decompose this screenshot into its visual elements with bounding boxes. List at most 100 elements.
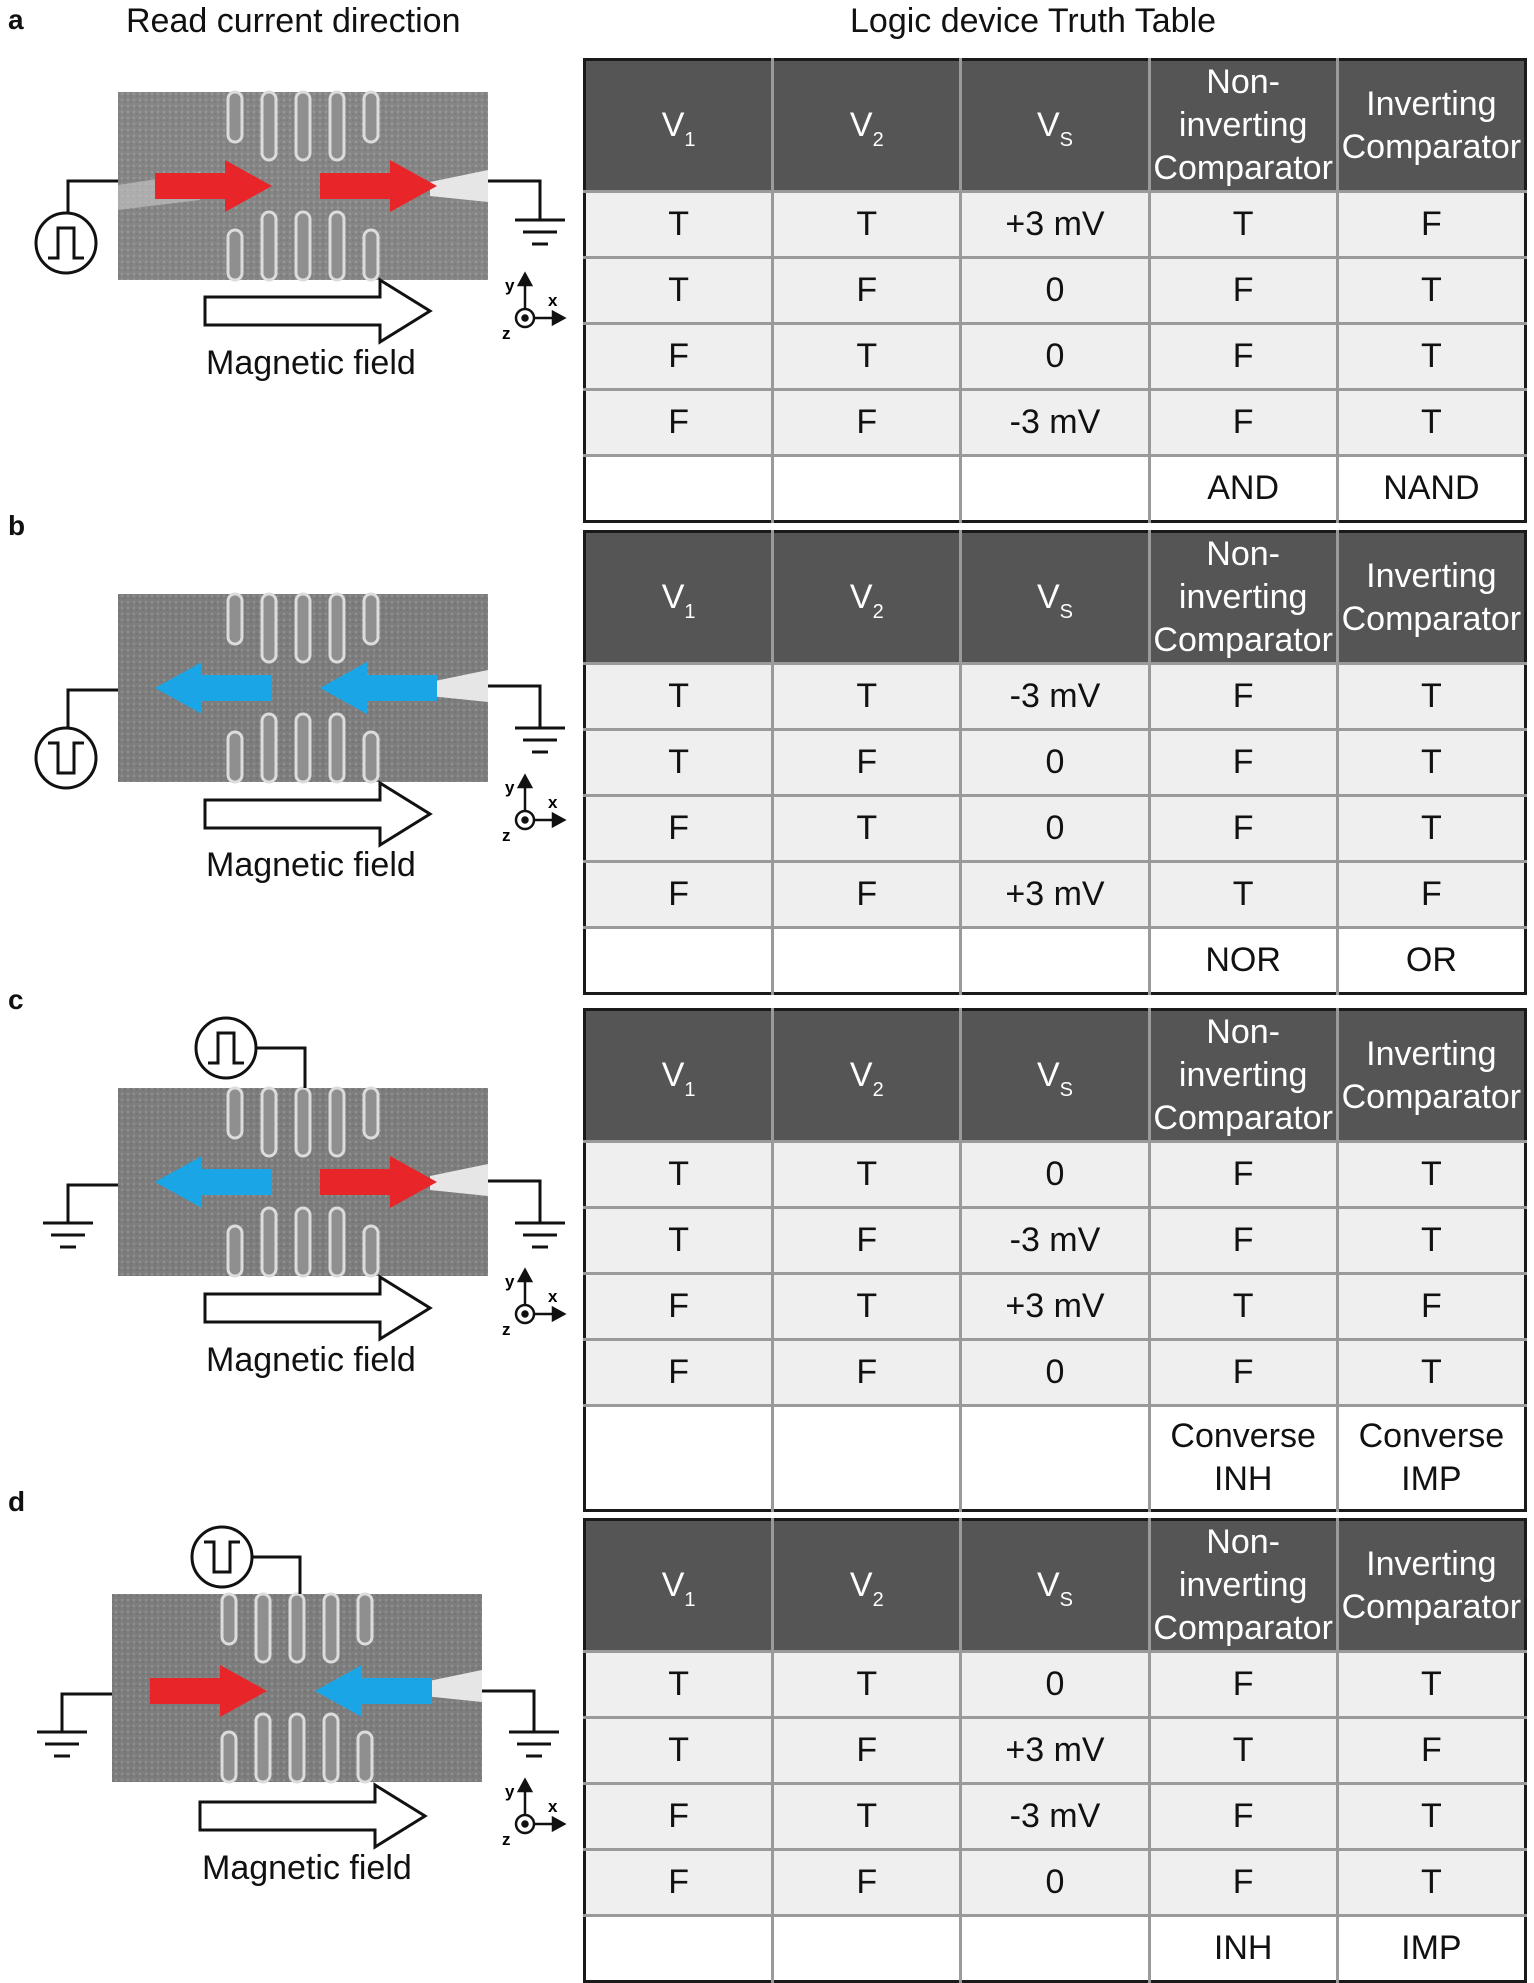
col-v1: V1	[584, 59, 773, 192]
magnetic-field-arrow-icon	[198, 1782, 428, 1850]
current-arrow-blue-left	[315, 1665, 432, 1717]
negative-pulse-source-icon	[34, 726, 98, 790]
positive-pulse-source-icon	[194, 1016, 258, 1080]
truth-table-header: Logic device Truth Table	[850, 2, 1217, 40]
current-arrow-red-right	[320, 160, 437, 212]
gate-inverting: OR	[1335, 926, 1526, 994]
col-vs: VS	[959, 59, 1150, 192]
axis-y-label: y	[505, 778, 515, 797]
negative-pulse-source-icon	[190, 1525, 254, 1589]
ground-icon	[509, 1730, 559, 1758]
coordinate-axes-icon	[514, 271, 567, 329]
gate-inverting: IMP	[1335, 1914, 1526, 1982]
axis-y-label: y	[505, 1782, 515, 1801]
magnetic-field-label: Magnetic field	[202, 1849, 412, 1887]
device-diagram-c: y x z	[43, 1016, 567, 1342]
col-v1: V1	[584, 1009, 773, 1142]
col-non-inverting: Non-inverting Comparator	[1147, 1009, 1338, 1142]
gate-non-inverting: INH	[1147, 1914, 1338, 1982]
panel-letter-c: c	[8, 984, 24, 1015]
truth-table-a: V1 V2 VS Non-inverting Comparator Invert…	[583, 58, 1527, 523]
current-arrow-blue-left	[320, 662, 437, 714]
panel-letter-a: a	[8, 4, 24, 35]
col-v2: V2	[771, 59, 961, 192]
magnetic-field-arrow-icon	[203, 1274, 433, 1342]
axis-x-label: x	[548, 1287, 558, 1306]
current-arrow-red-right	[150, 1665, 267, 1717]
axis-z-label: z	[502, 1830, 511, 1849]
col-vs: VS	[959, 531, 1150, 664]
panel-letter-b: b	[8, 510, 26, 541]
col-inverting: Inverting Comparator	[1335, 59, 1526, 192]
col-non-inverting: Non-inverting Comparator	[1147, 59, 1338, 192]
read-current-direction-header: Read current direction	[126, 2, 461, 40]
ground-icon	[515, 726, 565, 754]
schematic-d: y x z Magnetic field	[0, 1514, 580, 1887]
magnetic-field-arrow-icon	[203, 277, 433, 345]
ground-icon	[37, 1730, 87, 1758]
col-v2: V2	[771, 1009, 961, 1142]
axis-y-label: y	[505, 276, 515, 295]
magnetic-field-arrow-icon	[203, 780, 433, 848]
col-non-inverting: Non-inverting Comparator	[1147, 531, 1338, 664]
col-inverting: Inverting Comparator	[1335, 531, 1526, 664]
axis-y-label: y	[505, 1272, 515, 1291]
magnetic-field-label: Magnetic field	[206, 344, 416, 382]
positive-pulse-source-icon	[34, 211, 98, 275]
axis-x-label: x	[548, 291, 558, 310]
current-arrow-red-right	[155, 160, 272, 212]
col-v1: V1	[584, 531, 773, 664]
device-diagram-b: y x z	[34, 592, 567, 848]
schematic-a: y x z Magnetic field	[0, 80, 580, 410]
axis-z-label: z	[502, 826, 511, 845]
col-inverting: Inverting Comparator	[1335, 1519, 1526, 1652]
current-arrow-blue-left	[155, 662, 272, 714]
coordinate-axes-icon	[514, 1267, 567, 1325]
ground-icon	[515, 218, 565, 246]
magnetic-field-label: Magnetic field	[206, 1341, 416, 1379]
ground-icon	[43, 1221, 93, 1249]
col-v2: V2	[771, 531, 961, 664]
truth-table-d: V1 V2 VS Non-inverting Comparator Invert…	[583, 1518, 1527, 1983]
schematic-c: y x z Magnetic field	[0, 1008, 580, 1379]
gate-non-inverting: NOR	[1147, 926, 1338, 994]
col-v2: V2	[771, 1519, 961, 1652]
col-vs: VS	[959, 1519, 1150, 1652]
col-inverting: Inverting Comparator	[1335, 1009, 1526, 1142]
ground-icon	[515, 1221, 565, 1249]
current-arrow-blue-left	[155, 1156, 272, 1208]
axis-x-label: x	[548, 1797, 558, 1816]
axis-z-label: z	[502, 1320, 511, 1339]
current-arrow-red-right	[320, 1156, 437, 1208]
device-diagram-a: y x z	[34, 90, 567, 345]
coordinate-axes-icon	[514, 1777, 567, 1835]
magnetic-field-label: Magnetic field	[206, 846, 416, 884]
schematic-b: y x z Magnetic field	[0, 582, 580, 912]
coordinate-axes-icon	[514, 773, 567, 831]
gate-non-inverting: AND	[1147, 454, 1338, 522]
truth-table-b: V1 V2 VS Non-inverting Comparator Invert…	[583, 530, 1527, 995]
device-diagram-d: y x z	[37, 1525, 567, 1850]
axis-z-label: z	[502, 324, 511, 343]
